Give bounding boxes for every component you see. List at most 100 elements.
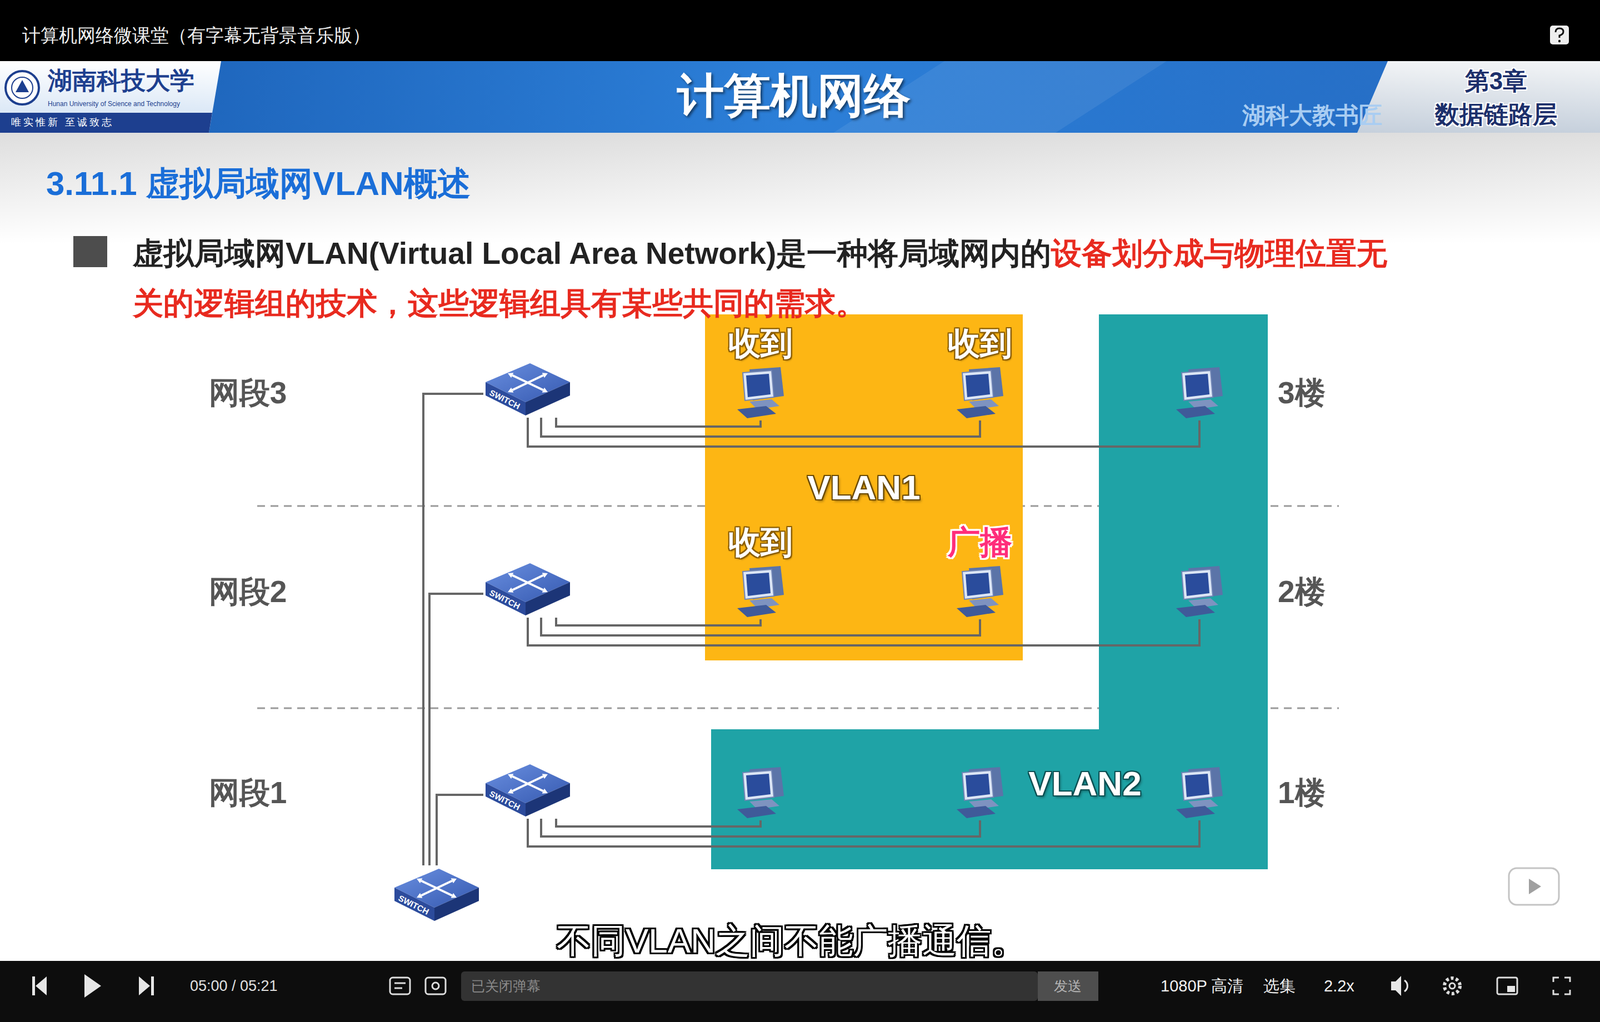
pc-host: 收到 bbox=[725, 522, 797, 620]
graphic-part bbox=[1508, 868, 1559, 905]
floor-label: 2楼 bbox=[1277, 573, 1326, 610]
status-label: 广播 bbox=[947, 522, 1013, 562]
switch-device: SWITCH bbox=[392, 865, 482, 924]
university-name-box: 湖南科技大学 bbox=[47, 66, 195, 97]
graphic-part bbox=[11, 77, 33, 99]
graphic-part bbox=[138, 976, 150, 996]
episode-label: 选集 bbox=[1263, 976, 1296, 997]
graphic-part bbox=[1449, 983, 1455, 989]
segment-label: 网段3 bbox=[208, 374, 288, 412]
chapter-number: 第3章 bbox=[1465, 66, 1528, 97]
network-cable bbox=[429, 593, 484, 866]
network-cable bbox=[423, 393, 484, 866]
switch-device: SWITCH bbox=[483, 560, 573, 618]
switch-icon-use bbox=[485, 563, 570, 616]
graphic-part bbox=[15, 80, 29, 93]
segment-label: 网段2 bbox=[208, 573, 288, 610]
quality-label: 1080P 高清 bbox=[1160, 976, 1244, 997]
time-display-box: 05:00 / 05:21 bbox=[190, 977, 278, 995]
mini-player-icon bbox=[1508, 868, 1559, 905]
pc-icon bbox=[952, 563, 1008, 620]
switch-device: SWITCH bbox=[483, 360, 573, 418]
bullet-square bbox=[73, 236, 108, 268]
motto-strip bbox=[0, 112, 213, 133]
slide-shade bbox=[0, 132, 1600, 244]
quality-label-box: 1080P 高清 bbox=[1160, 976, 1244, 997]
time-display: 05:00 / 05:21 bbox=[190, 977, 278, 995]
status-label: 收到 bbox=[728, 522, 793, 562]
status-label: 收到 bbox=[728, 323, 793, 363]
segment-label: 网段1 bbox=[208, 774, 288, 812]
pc-icon bbox=[732, 563, 789, 620]
section-heading-box: 3.11.1 虚拟局域网VLAN概述 bbox=[46, 163, 471, 204]
university-logo bbox=[5, 71, 39, 105]
pc-host: 广播 bbox=[944, 522, 1016, 620]
definition-text-box: 虚拟局域网VLAN(Virtual Local Area Network)是一种… bbox=[132, 232, 1411, 333]
graphic-part bbox=[35, 976, 47, 996]
pc-icon bbox=[952, 365, 1008, 421]
floor-label: 1楼 bbox=[1277, 774, 1326, 812]
switch-icon-use bbox=[485, 764, 570, 817]
switch-device: SWITCH bbox=[483, 761, 573, 819]
graphic-part bbox=[5, 71, 39, 105]
send-button bbox=[1037, 971, 1099, 1002]
send-label: 发送 bbox=[1053, 977, 1082, 995]
slide-banner bbox=[0, 61, 1600, 133]
pc-host: 收到 bbox=[944, 323, 1016, 421]
pc-icon bbox=[732, 365, 789, 421]
graphic-part bbox=[1444, 978, 1460, 994]
chapter-name: 数据链路层 bbox=[1435, 100, 1558, 130]
section-heading: 3.11.1 虚拟局域网VLAN概述 bbox=[46, 163, 471, 204]
speed-label: 2.2x bbox=[1323, 976, 1355, 997]
university-english: Hunan University of Science and Technolo… bbox=[47, 100, 180, 108]
vlan-region: VLAN1收到收到收到广播 bbox=[705, 314, 1023, 661]
chapter-number-box: 第3章 bbox=[1465, 66, 1528, 97]
vlan-fill bbox=[711, 314, 1268, 870]
graphic-part bbox=[1558, 40, 1561, 43]
definition-text: 虚拟局域网VLAN(Virtual Local Area Network)是一种… bbox=[132, 236, 1052, 271]
switch-icon-use bbox=[485, 363, 570, 416]
vlan-label: VLAN2 bbox=[1028, 763, 1142, 805]
graphic-part bbox=[1553, 977, 1570, 995]
pc-icon-use bbox=[956, 566, 1004, 618]
graphic-part bbox=[1550, 25, 1569, 45]
vlan-region: VLAN2 bbox=[711, 314, 1268, 870]
input-placeholder-box: 已关闭弹幕 bbox=[471, 977, 541, 995]
switch-icon bbox=[483, 761, 573, 819]
speed-label-box: 2.2x bbox=[1323, 976, 1355, 997]
graphic-part bbox=[432, 982, 439, 990]
episode-label-box: 选集 bbox=[1263, 976, 1296, 997]
switch-icon-use bbox=[394, 868, 479, 922]
graphic-part bbox=[32, 976, 35, 996]
floor-label-box: 3楼 bbox=[1277, 374, 1326, 412]
graphic-part bbox=[1404, 980, 1408, 992]
graphic-part bbox=[394, 983, 406, 989]
chapter-name-box: 数据链路层 bbox=[1435, 100, 1558, 130]
status-label: 收到 bbox=[947, 323, 1013, 363]
university-english-box: Hunan University of Science and Technolo… bbox=[47, 97, 180, 109]
graphic-part bbox=[1528, 878, 1542, 895]
floor-label-box: 1楼 bbox=[1277, 774, 1326, 812]
video-title-box: 计算机网络微课堂（有字幕无背景音乐版） bbox=[22, 24, 371, 47]
pc-icon-use bbox=[956, 367, 1004, 419]
graphic-part bbox=[84, 974, 102, 998]
danmaku-input bbox=[461, 971, 1038, 1002]
graphic-part bbox=[1507, 986, 1515, 993]
course-title-box: 计算机网络 bbox=[677, 67, 911, 124]
graphic-part bbox=[1497, 977, 1518, 995]
segment-label-box: 网段3 bbox=[208, 374, 288, 412]
switch-icon bbox=[483, 360, 573, 418]
watermark: 湖科大教书匠 bbox=[1242, 101, 1383, 130]
subtitle-box: 不同VLAN之间不能广播通信。 bbox=[556, 920, 1026, 962]
graphic-part bbox=[390, 977, 410, 995]
network-cable bbox=[436, 795, 484, 866]
vlan-label: VLAN1 bbox=[807, 467, 920, 509]
graphic-part bbox=[1555, 28, 1564, 38]
pc-icon-use bbox=[737, 566, 784, 618]
graphic-part bbox=[425, 977, 446, 995]
player-buttons bbox=[32, 974, 1570, 998]
pc-icon-use bbox=[737, 367, 784, 419]
chapter-panel bbox=[1357, 61, 1600, 133]
